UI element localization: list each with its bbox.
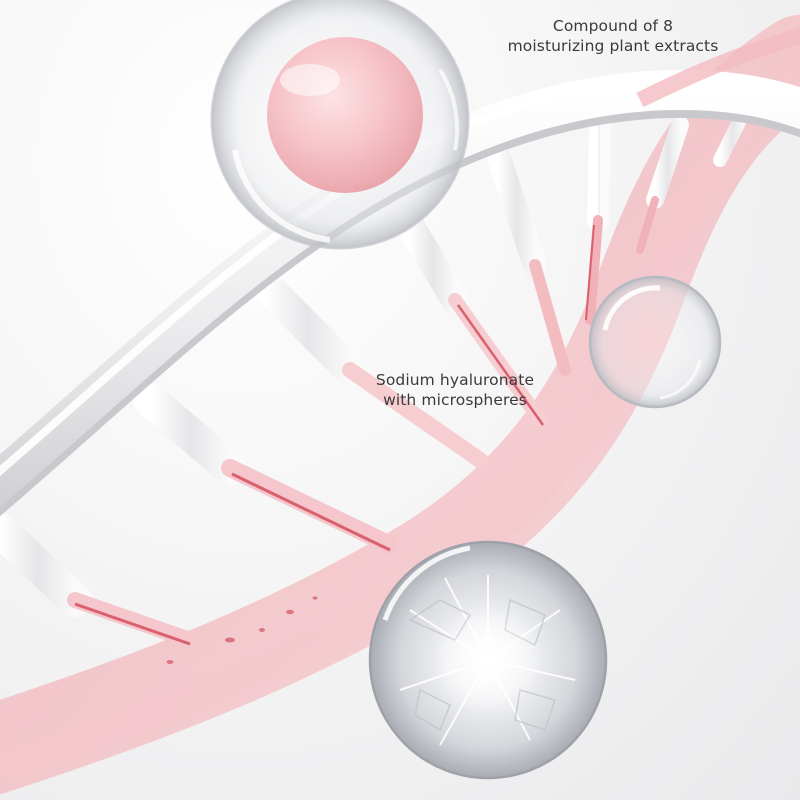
glass-microsphere (588, 275, 722, 409)
caption-plant-extracts-line2: moisturizing plant extracts (507, 37, 719, 55)
caption-hyaluronate: Sodium hyaluronate with microspheres (360, 370, 550, 410)
pink-extract-sphere (210, 0, 470, 250)
caption-plant-extracts: Compound of 8 moisturizing plant extract… (488, 16, 738, 56)
caption-hyaluronate-line2: with microspheres (383, 391, 527, 409)
crystal-sphere (368, 540, 608, 780)
caption-hyaluronate-line1: Sodium hyaluronate (375, 371, 535, 389)
caption-plant-extracts-line1: Compound of 8 (552, 17, 674, 35)
